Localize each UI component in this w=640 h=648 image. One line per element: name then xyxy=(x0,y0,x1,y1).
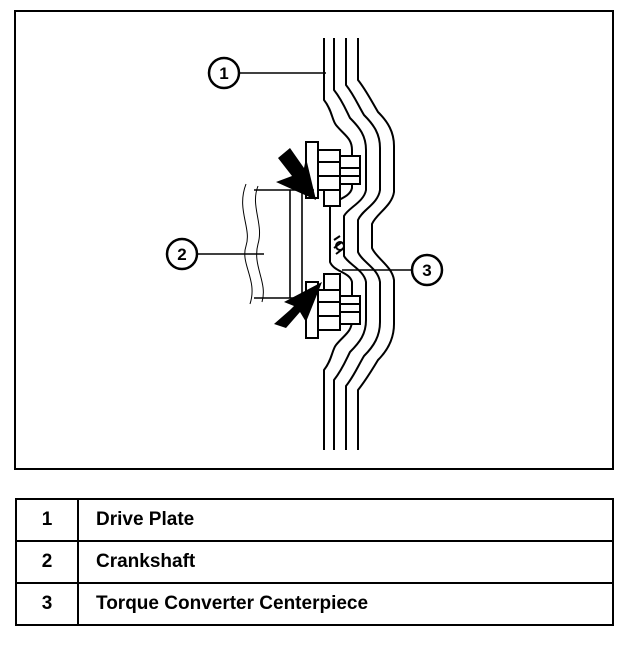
torque-arrows xyxy=(274,148,322,328)
svg-text:2: 2 xyxy=(177,245,186,264)
legend-number: 1 xyxy=(15,498,79,542)
legend-number: 2 xyxy=(15,540,79,584)
callout-2: 2 xyxy=(165,237,199,271)
legend-row: 2 Crankshaft xyxy=(15,540,614,584)
legend-label: Drive Plate xyxy=(77,498,614,542)
upper-arrow xyxy=(276,148,316,200)
svg-text:1: 1 xyxy=(219,64,228,83)
technical-diagram: 1 2 3 xyxy=(14,10,614,470)
callout-1: 1 xyxy=(207,56,241,90)
legend-row: 3 Torque Converter Centerpiece xyxy=(15,582,614,626)
legend-label: Torque Converter Centerpiece xyxy=(77,582,614,626)
svg-text:3: 3 xyxy=(422,261,431,280)
diagram-frame xyxy=(14,10,614,470)
legend-number: 3 xyxy=(15,582,79,626)
legend-table: 1 Drive Plate 2 Crankshaft 3 Torque Conv… xyxy=(15,498,614,626)
leader-lines xyxy=(197,72,412,271)
lower-arrow xyxy=(274,282,322,328)
drive-plate xyxy=(323,38,395,450)
callout-3: 3 xyxy=(410,253,444,287)
legend-row: 1 Drive Plate xyxy=(15,498,614,542)
legend-label: Crankshaft xyxy=(77,540,614,584)
